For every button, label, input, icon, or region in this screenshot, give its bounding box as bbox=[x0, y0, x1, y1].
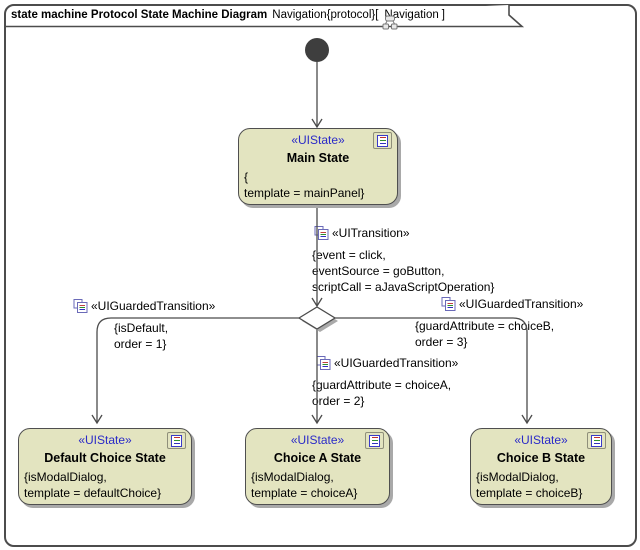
note-icon bbox=[316, 356, 331, 373]
diagram-context: Navigation{protocol}[ bbox=[272, 9, 379, 21]
specification-icon[interactable] bbox=[167, 432, 186, 449]
state-choice-b[interactable]: «UIState» Choice B State {isModalDialog,… bbox=[470, 428, 612, 505]
guard-line: order = 1} bbox=[114, 337, 167, 351]
state-main[interactable]: «UIState» Main State { template = mainPa… bbox=[238, 128, 398, 205]
guard-line: {guardAttribute = choiceA, bbox=[312, 378, 452, 392]
initial-state-node[interactable] bbox=[305, 38, 329, 62]
transition-label-choice-b[interactable]: «UIGuardedTransition» bbox=[441, 297, 583, 314]
bracket-close: ] bbox=[441, 9, 445, 21]
stereotype-label: «UIState» bbox=[78, 433, 132, 447]
diagram-title-tab: state machine Protocol State Machine Dia… bbox=[5, 5, 527, 30]
guard-line: {isModalDialog, bbox=[251, 470, 334, 484]
state-choice-a[interactable]: «UIState» Choice A State {isModalDialog,… bbox=[245, 428, 390, 505]
guard-line: {guardAttribute = choiceB, bbox=[415, 319, 555, 333]
stereotype-label: «UIState» bbox=[290, 433, 345, 447]
transition-guard-main: {event = click, eventSource = goButton, … bbox=[312, 247, 494, 295]
transition-label-default[interactable]: «UIGuardedTransition» bbox=[73, 299, 215, 316]
guard-line: {isModalDialog, bbox=[476, 470, 559, 484]
state-name: Main State bbox=[286, 151, 350, 165]
transition-stereotype: «UIGuardedTransition» bbox=[459, 297, 584, 311]
guard-line: { bbox=[244, 170, 249, 184]
state-name: Choice A State bbox=[273, 451, 362, 465]
state-name: Choice B State bbox=[496, 451, 586, 465]
guard-line: template = mainPanel} bbox=[244, 186, 365, 200]
transition-guard-default: {isDefault, order = 1} bbox=[114, 320, 168, 352]
diagram-kind-title: state machine Protocol State Machine Dia… bbox=[11, 9, 268, 21]
diagram-name: Navigation bbox=[384, 9, 439, 21]
specification-icon[interactable] bbox=[365, 432, 384, 449]
guard-line: template = choiceB} bbox=[476, 486, 583, 500]
state-default-choice[interactable]: «UIState» Default Choice State {isModalD… bbox=[18, 428, 192, 505]
guard-line: eventSource = goButton, bbox=[312, 264, 445, 278]
guard-line: template = defaultChoice} bbox=[24, 486, 162, 500]
specification-icon[interactable] bbox=[587, 432, 606, 449]
transition-stereotype: «UIGuardedTransition» bbox=[334, 356, 459, 370]
transition-stereotype: «UITransition» bbox=[332, 226, 410, 240]
guard-line: template = choiceA} bbox=[251, 486, 358, 500]
stereotype-label: «UIState» bbox=[291, 133, 345, 147]
note-icon bbox=[73, 299, 88, 316]
note-icon bbox=[441, 297, 456, 314]
specification-icon[interactable] bbox=[373, 132, 392, 149]
guard-line: scriptCall = aJavaScriptOperation} bbox=[312, 280, 495, 294]
stereotype-label: «UIState» bbox=[514, 433, 568, 447]
state-name: Default Choice State bbox=[44, 451, 166, 465]
note-icon bbox=[314, 226, 329, 243]
guard-line: order = 3} bbox=[415, 335, 468, 349]
transition-guard-choice-a: {guardAttribute = choiceA, order = 2} bbox=[312, 377, 451, 409]
transition-label-main[interactable]: «UITransition» bbox=[314, 226, 410, 243]
guard-line: {isModalDialog, bbox=[24, 470, 107, 484]
transition-guard-choice-b: {guardAttribute = choiceB, order = 3} bbox=[415, 318, 554, 350]
guard-line: {event = click, bbox=[312, 248, 386, 262]
transition-label-choice-a[interactable]: «UIGuardedTransition» bbox=[316, 356, 458, 373]
transition-stereotype: «UIGuardedTransition» bbox=[91, 299, 216, 313]
guard-line: order = 2} bbox=[312, 394, 365, 408]
guard-line: {isDefault, bbox=[114, 321, 169, 335]
